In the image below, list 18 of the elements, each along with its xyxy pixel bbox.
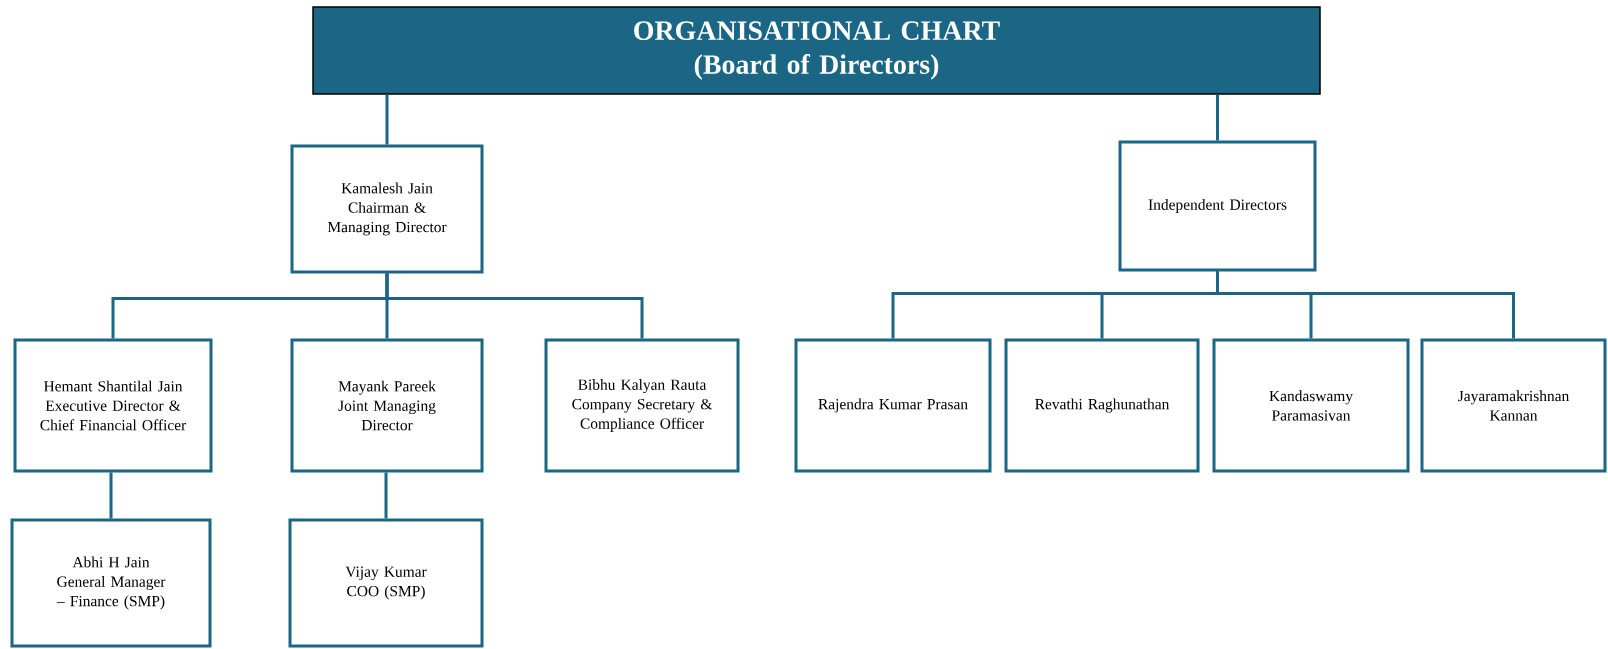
connector-line bbox=[385, 273, 644, 339]
org-box: Kandaswamy Paramasivan bbox=[1212, 338, 1410, 473]
org-box: Rajendra Kumar Prasan bbox=[794, 338, 992, 473]
connector-line bbox=[1216, 271, 1515, 339]
title-banner: ORGANISATIONAL CHART (Board of Directors) bbox=[312, 6, 1321, 95]
org-box: Jayaramakrishnan Kannan bbox=[1420, 338, 1607, 473]
org-box: Independent Directors bbox=[1118, 140, 1317, 272]
org-box: Hemant Shantilal Jain Executive Director & Chief Financial Officer bbox=[13, 338, 213, 473]
org-box: Abhi H Jain General Manager – Finance (SMP) bbox=[10, 518, 212, 648]
connector-line bbox=[1216, 94, 1219, 141]
connector-line bbox=[109, 472, 113, 519]
org-box: Bibhu Kalyan Rauta Company Secretary & Compliance Officer bbox=[544, 338, 740, 473]
org-box: Revathi Raghunathan bbox=[1004, 338, 1200, 473]
connector-line bbox=[385, 94, 389, 145]
org-box: Kamalesh Jain Chairman & Managing Director bbox=[290, 144, 484, 274]
org-box: Mayank Pareek Joint Managing Director bbox=[290, 338, 484, 473]
connector-line bbox=[384, 472, 388, 519]
org-box: Vijay Kumar COO (SMP) bbox=[288, 518, 484, 648]
